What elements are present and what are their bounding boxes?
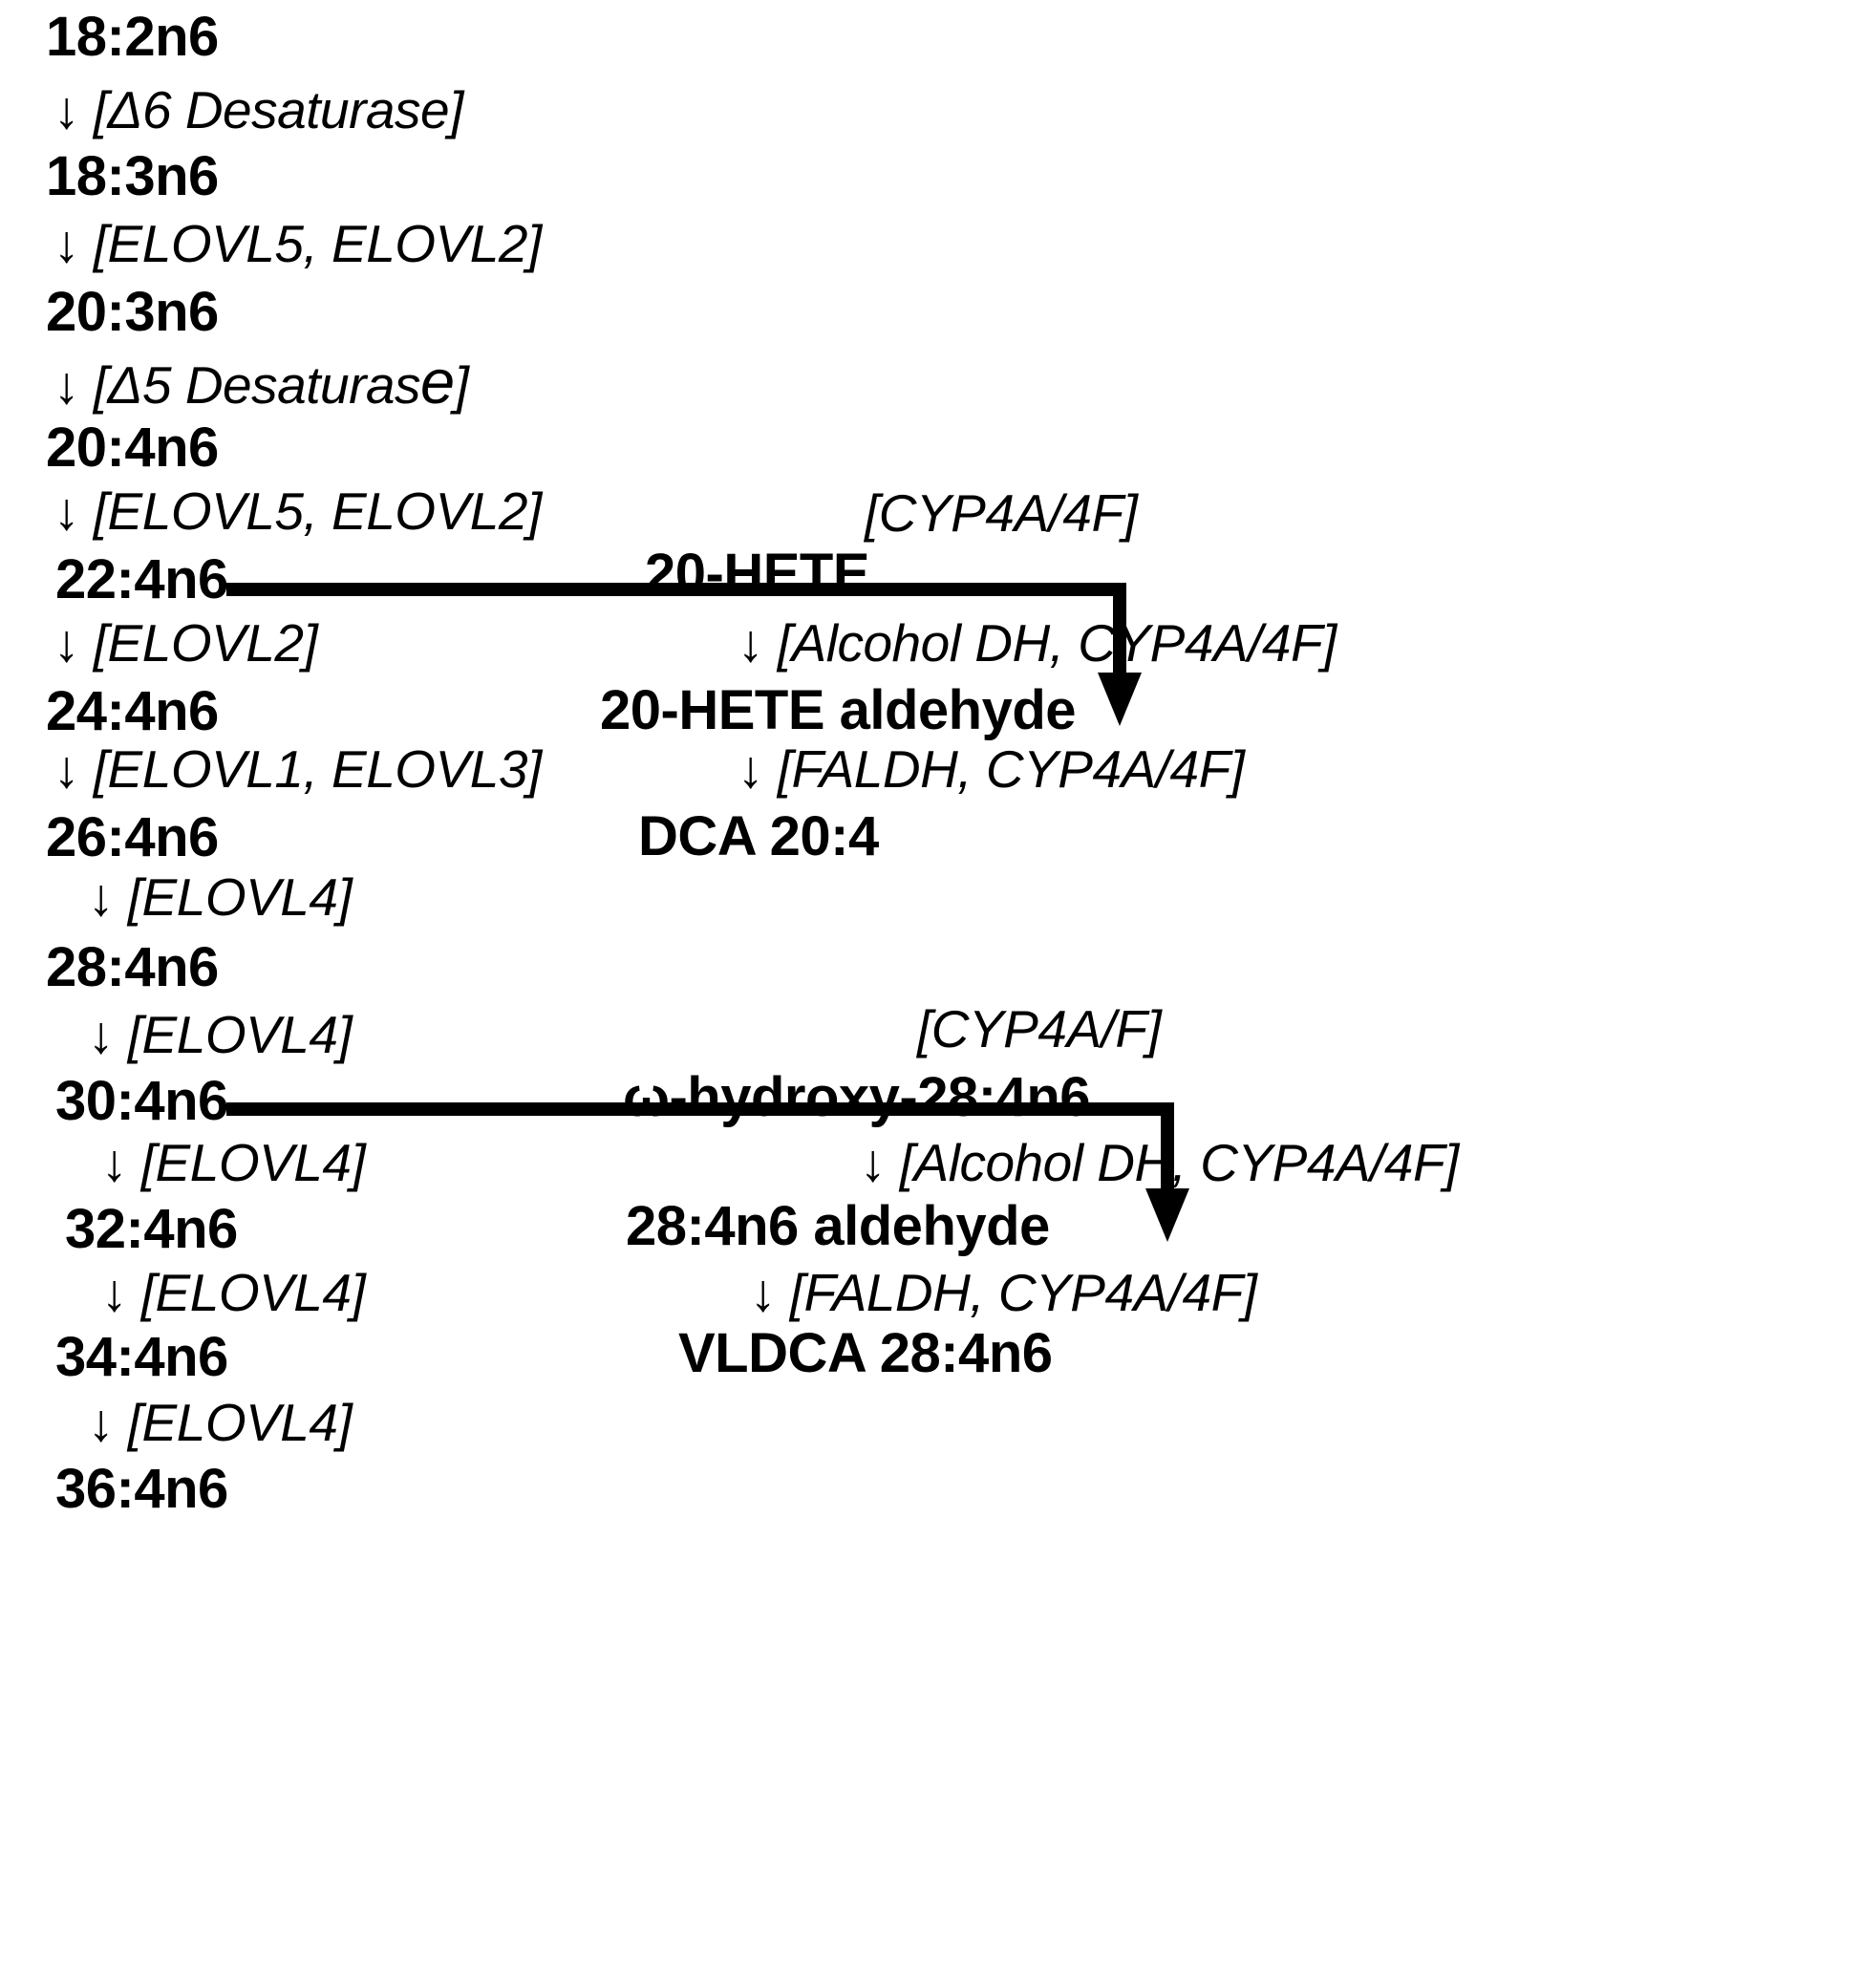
branch-label-cyp4a-f: [CYP4A/F] bbox=[917, 999, 1162, 1058]
node-dca-20-4: DCA 20:4 bbox=[638, 805, 879, 867]
step-label: [ELOVL2] bbox=[93, 613, 318, 673]
node-26-4n6: 26:4n6 bbox=[46, 806, 219, 868]
step-faldh-cyp4a-4f-2: ↓ [FALDH, CYP4A/4F] bbox=[750, 1263, 1257, 1322]
step-elovl4-2: ↓ [ELOVL4] bbox=[88, 1005, 353, 1064]
down-arrow-icon: ↓ bbox=[88, 1393, 115, 1452]
step-delta5-desaturase: ↓ [Δ5 Desaturase] bbox=[53, 347, 469, 417]
down-arrow-icon: ↓ bbox=[53, 80, 80, 139]
step-label: [FALDH, CYP4A/4F] bbox=[789, 1263, 1257, 1322]
step-elovl4-3: ↓ [ELOVL4] bbox=[101, 1133, 366, 1192]
step-alcohol-dh-cyp4a-4f-1: ↓ [Alcohol DH, CYP4A/4F] bbox=[738, 617, 1337, 670]
branch-label-cyp4a-4f: [CYP4A/4F] bbox=[865, 483, 1138, 543]
step-elovl4-4: ↓ [ELOVL4] bbox=[101, 1263, 366, 1322]
step-label: [ELOVL5, ELOVL2] bbox=[93, 214, 542, 273]
node-omega-hydroxy-28-4n6: ω-hydroxy-28:4n6 bbox=[623, 1066, 1091, 1128]
step-elovl4-5: ↓ [ELOVL4] bbox=[88, 1393, 353, 1452]
down-arrow-icon: ↓ bbox=[53, 613, 80, 673]
step-elovl5-elovl2-a: ↓ [ELOVL5, ELOVL2] bbox=[53, 218, 542, 270]
down-arrow-icon: ↓ bbox=[88, 1005, 115, 1064]
step-elovl5-elovl2-b: ↓ [ELOVL5, ELOVL2] bbox=[53, 485, 542, 538]
step-alcohol-dh-cyp4a-4f-2: ↓ [Alcohol DH, CYP4A/4F] bbox=[860, 1137, 1459, 1189]
down-arrow-icon: ↓ bbox=[738, 739, 764, 799]
node-28-4n6-aldehyde: 28:4n6 aldehyde bbox=[626, 1195, 1050, 1257]
step-label: [FALDH, CYP4A/4F] bbox=[777, 739, 1245, 799]
node-18-3n6: 18:3n6 bbox=[46, 145, 219, 207]
step-elovl1-elovl3: ↓ [ELOVL1, ELOVL3] bbox=[53, 743, 542, 796]
branch-connector-28-4n6 bbox=[220, 1093, 1232, 1265]
step-label: [Alcohol DH, CYP4A/4F] bbox=[777, 613, 1337, 673]
step-label: [Alcohol DH, CYP4A/4F] bbox=[899, 1133, 1460, 1192]
step-label: [ELOVL4] bbox=[140, 1263, 366, 1322]
node-20-3n6: 20:3n6 bbox=[46, 281, 219, 343]
down-arrow-icon: ↓ bbox=[53, 214, 80, 273]
down-arrow-icon: ↓ bbox=[750, 1263, 777, 1322]
down-arrow-icon: ↓ bbox=[53, 355, 80, 415]
step-faldh-cyp4a-4f-1: ↓ [FALDH, CYP4A/4F] bbox=[738, 739, 1245, 799]
step-label: [ELOVL4] bbox=[140, 1133, 366, 1192]
step-elovl4-1: ↓ [ELOVL4] bbox=[88, 867, 353, 927]
node-18-2n6: 18:2n6 bbox=[46, 6, 219, 68]
node-20-4n6: 20:4n6 bbox=[46, 417, 219, 479]
down-arrow-icon: ↓ bbox=[88, 867, 115, 927]
node-30-4n6: 30:4n6 bbox=[55, 1070, 228, 1132]
node-22-4n6: 22:4n6 bbox=[55, 548, 228, 610]
step-label: [Δ5 Desaturase] bbox=[93, 347, 469, 417]
node-20-hete: 20-HETE bbox=[645, 543, 870, 605]
step-label: [ELOVL4] bbox=[127, 1393, 353, 1452]
step-label: [ELOVL4] bbox=[127, 1005, 353, 1064]
node-28-4n6: 28:4n6 bbox=[46, 936, 219, 998]
node-24-4n6: 24:4n6 bbox=[46, 680, 219, 742]
step-label: [ELOVL5, ELOVL2] bbox=[93, 481, 542, 541]
down-arrow-icon: ↓ bbox=[101, 1133, 128, 1192]
down-arrow-icon: ↓ bbox=[53, 739, 80, 799]
node-34-4n6: 34:4n6 bbox=[55, 1326, 228, 1388]
branch-connector-20-4n6 bbox=[220, 573, 1185, 745]
node-36-4n6: 36:4n6 bbox=[55, 1458, 228, 1520]
down-arrow-icon: ↓ bbox=[860, 1133, 887, 1192]
node-20-hete-aldehyde: 20-HETE aldehyde bbox=[600, 679, 1077, 741]
step-elovl2: ↓ [ELOVL2] bbox=[53, 613, 318, 673]
step-label: [ELOVL4] bbox=[127, 867, 353, 927]
node-vldca-28-4n6: VLDCA 28:4n6 bbox=[678, 1322, 1053, 1384]
down-arrow-icon: ↓ bbox=[738, 613, 764, 673]
down-arrow-icon: ↓ bbox=[53, 481, 80, 541]
down-arrow-icon: ↓ bbox=[101, 1263, 128, 1322]
node-32-4n6: 32:4n6 bbox=[65, 1198, 238, 1260]
step-delta6-desaturase: ↓ [Δ6 Desaturase] bbox=[53, 84, 463, 137]
step-label: [Δ6 Desaturase] bbox=[93, 80, 464, 139]
step-label: [ELOVL1, ELOVL3] bbox=[93, 739, 542, 799]
